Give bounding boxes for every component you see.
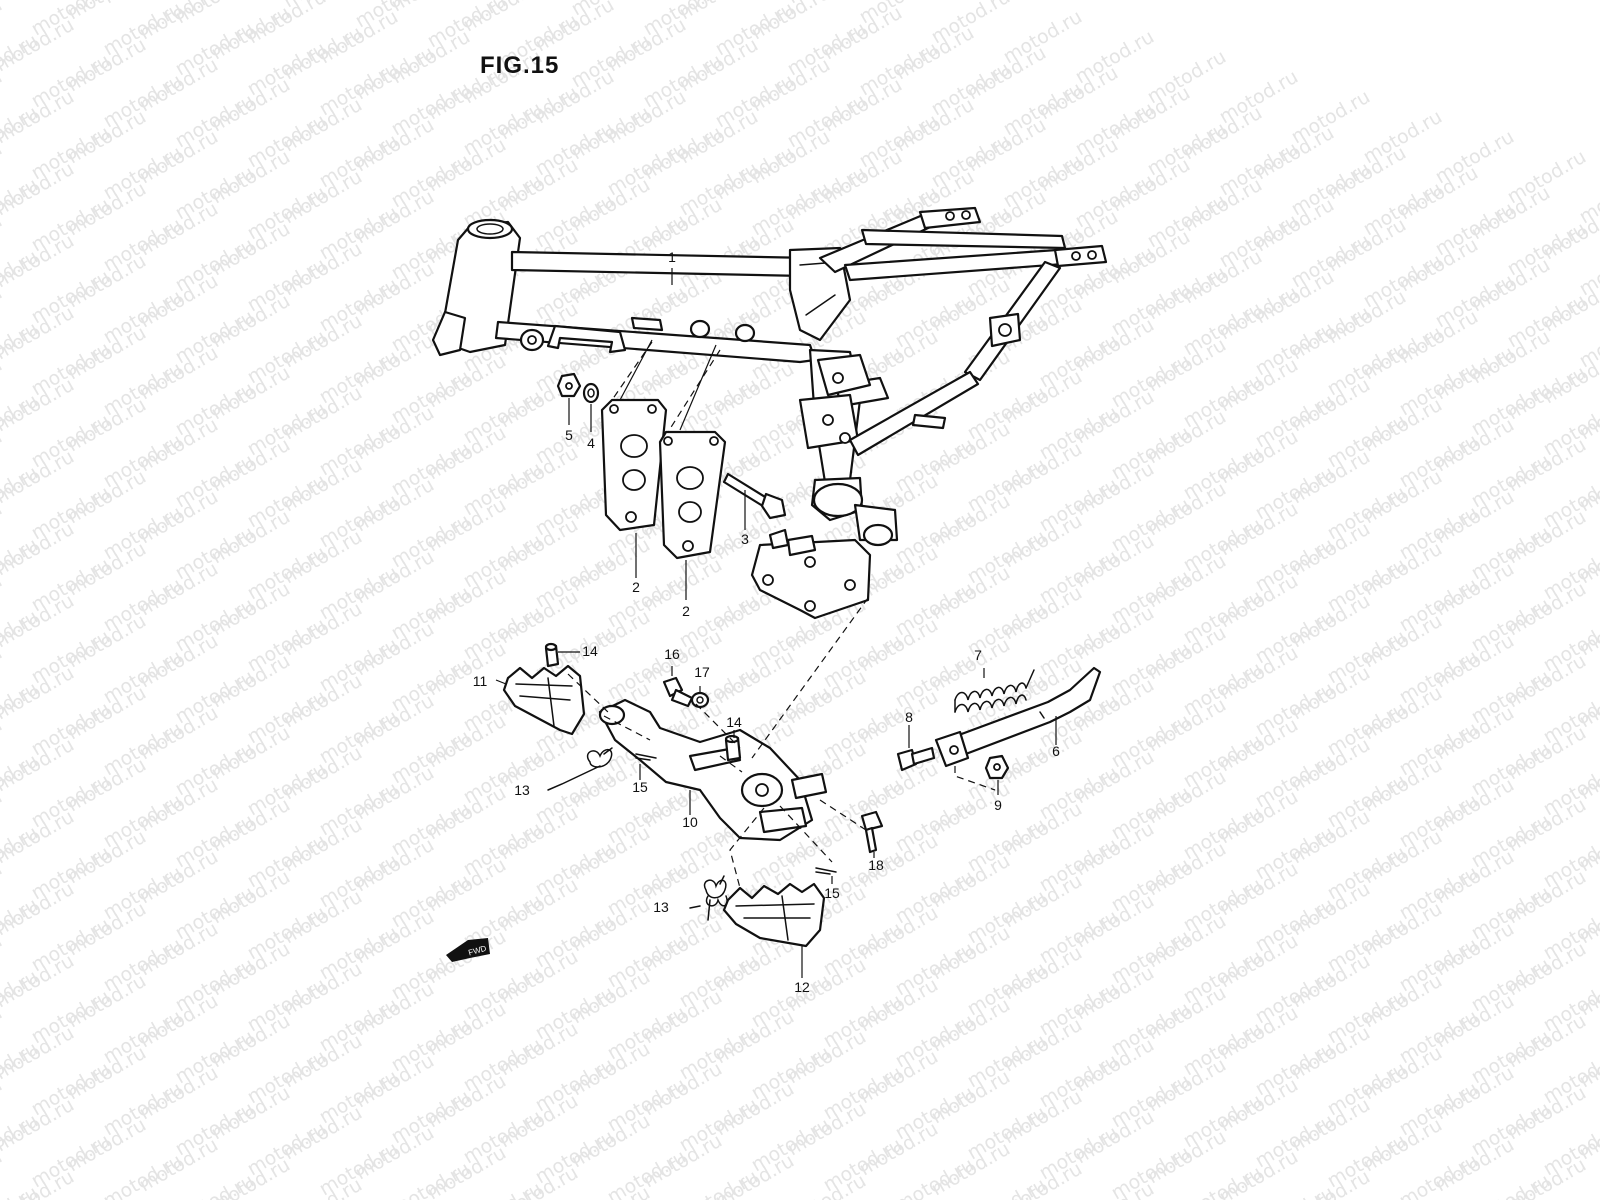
callout-9: 9	[994, 797, 1002, 813]
callout-3: 3	[741, 531, 749, 547]
callout-7: 7	[974, 647, 982, 663]
return-spring-lower	[689, 875, 728, 921]
callout-2a: 2	[632, 579, 640, 595]
callout-12: 12	[794, 979, 810, 995]
callout-13a: 13	[514, 782, 530, 798]
stand-nut	[984, 754, 1010, 780]
return-spring-upper	[547, 747, 613, 791]
pivot-pin-left	[544, 642, 560, 668]
stand-spring	[954, 669, 1035, 713]
callout-15b: 15	[824, 885, 840, 901]
callout-14b: 14	[726, 714, 742, 730]
callout-4: 4	[587, 435, 595, 451]
cotter-pin-lower	[815, 867, 837, 875]
callout-13b: 13	[653, 899, 669, 915]
bracket-bolt	[662, 676, 694, 708]
forward-direction-arrow: FWD	[446, 938, 490, 962]
callout-5: 5	[565, 427, 573, 443]
cotter-pin-upper	[635, 753, 657, 761]
footpeg-right	[722, 882, 826, 948]
callout-16: 16	[664, 646, 680, 662]
figure-title: FIG.15	[480, 52, 560, 79]
callout-10: 10	[682, 814, 698, 830]
callout-1: 1	[668, 249, 676, 265]
frame-part	[431, 206, 1108, 620]
callout-11: 11	[473, 673, 488, 689]
nut	[556, 372, 582, 398]
callout-8: 8	[905, 709, 913, 725]
callout-6: 6	[1052, 743, 1060, 759]
callout-17: 17	[694, 664, 710, 680]
mount-bolt	[722, 472, 787, 520]
pivot-pin-right	[724, 734, 742, 762]
footpeg-left	[502, 664, 586, 736]
bracket-washer	[690, 691, 710, 709]
washer	[582, 382, 600, 404]
callout-18: 18	[868, 857, 884, 873]
engine-mount-plate-left	[600, 398, 668, 532]
engine-mount-plate-right	[658, 430, 727, 560]
callout-2b: 2	[682, 603, 690, 619]
bracket-bolt-lower	[860, 810, 884, 854]
side-stand	[934, 666, 1102, 768]
stand-bolt	[896, 746, 936, 772]
callout-14a: 14	[582, 643, 598, 659]
callout-15a: 15	[632, 779, 648, 795]
